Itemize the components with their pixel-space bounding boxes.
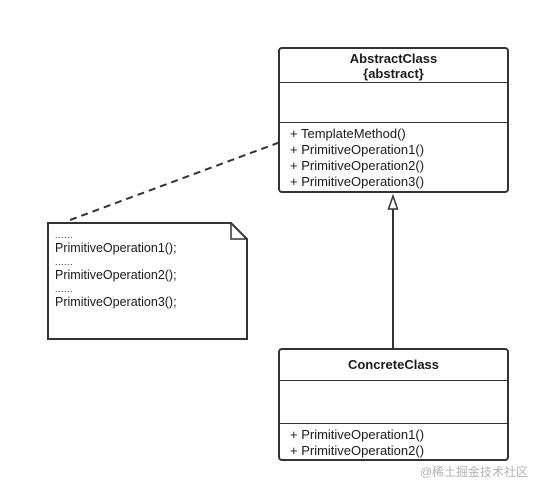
concrete-class-header: ConcreteClass: [280, 350, 507, 381]
note-ellipsis: ......: [55, 257, 74, 267]
operation-item: + TemplateMethod(): [290, 126, 406, 141]
abstract-class-header: AbstractClass {abstract}: [280, 49, 507, 83]
operation-item: + PrimitiveOperation3(): [290, 174, 425, 189]
operation-item: + PrimitiveOperation2(): [290, 443, 425, 458]
abstract-class-operations: + TemplateMethod() + PrimitiveOperation1…: [280, 123, 507, 190]
concrete-class-box[interactable]: ConcreteClass + PrimitiveOperation1() + …: [278, 348, 509, 461]
note-ellipsis: ......: [55, 284, 74, 294]
note-fold: [230, 223, 247, 240]
operation-item: + PrimitiveOperation1(): [290, 427, 425, 442]
operation-item: + PrimitiveOperation2(): [290, 158, 425, 173]
note-anchor-dashed-line: [69, 140, 284, 221]
abstract-class-name: AbstractClass: [349, 51, 438, 66]
note-call: PrimitiveOperation3();: [55, 295, 177, 309]
watermark-text: @稀土掘金技术社区: [419, 465, 528, 479]
operation-item: + PrimitiveOperation1(): [290, 142, 425, 157]
abstract-class-box[interactable]: AbstractClass {abstract} + TemplateMetho…: [278, 47, 509, 193]
concrete-class-attributes: [280, 381, 507, 424]
note-call: PrimitiveOperation1();: [55, 241, 177, 255]
concrete-class-operations: + PrimitiveOperation1() + PrimitiveOpera…: [280, 424, 507, 459]
concrete-class-name: ConcreteClass: [347, 357, 440, 372]
note-shape: [47, 222, 248, 340]
generalization-arrowhead: [387, 193, 399, 210]
note-ellipsis: ......: [55, 230, 74, 240]
abstract-class-stereotype: {abstract}: [363, 66, 424, 81]
abstract-class-attributes: [280, 83, 507, 123]
note-call: PrimitiveOperation2();: [55, 268, 177, 282]
note-content: ...... PrimitiveOperation1(); ...... Pri…: [55, 230, 245, 311]
